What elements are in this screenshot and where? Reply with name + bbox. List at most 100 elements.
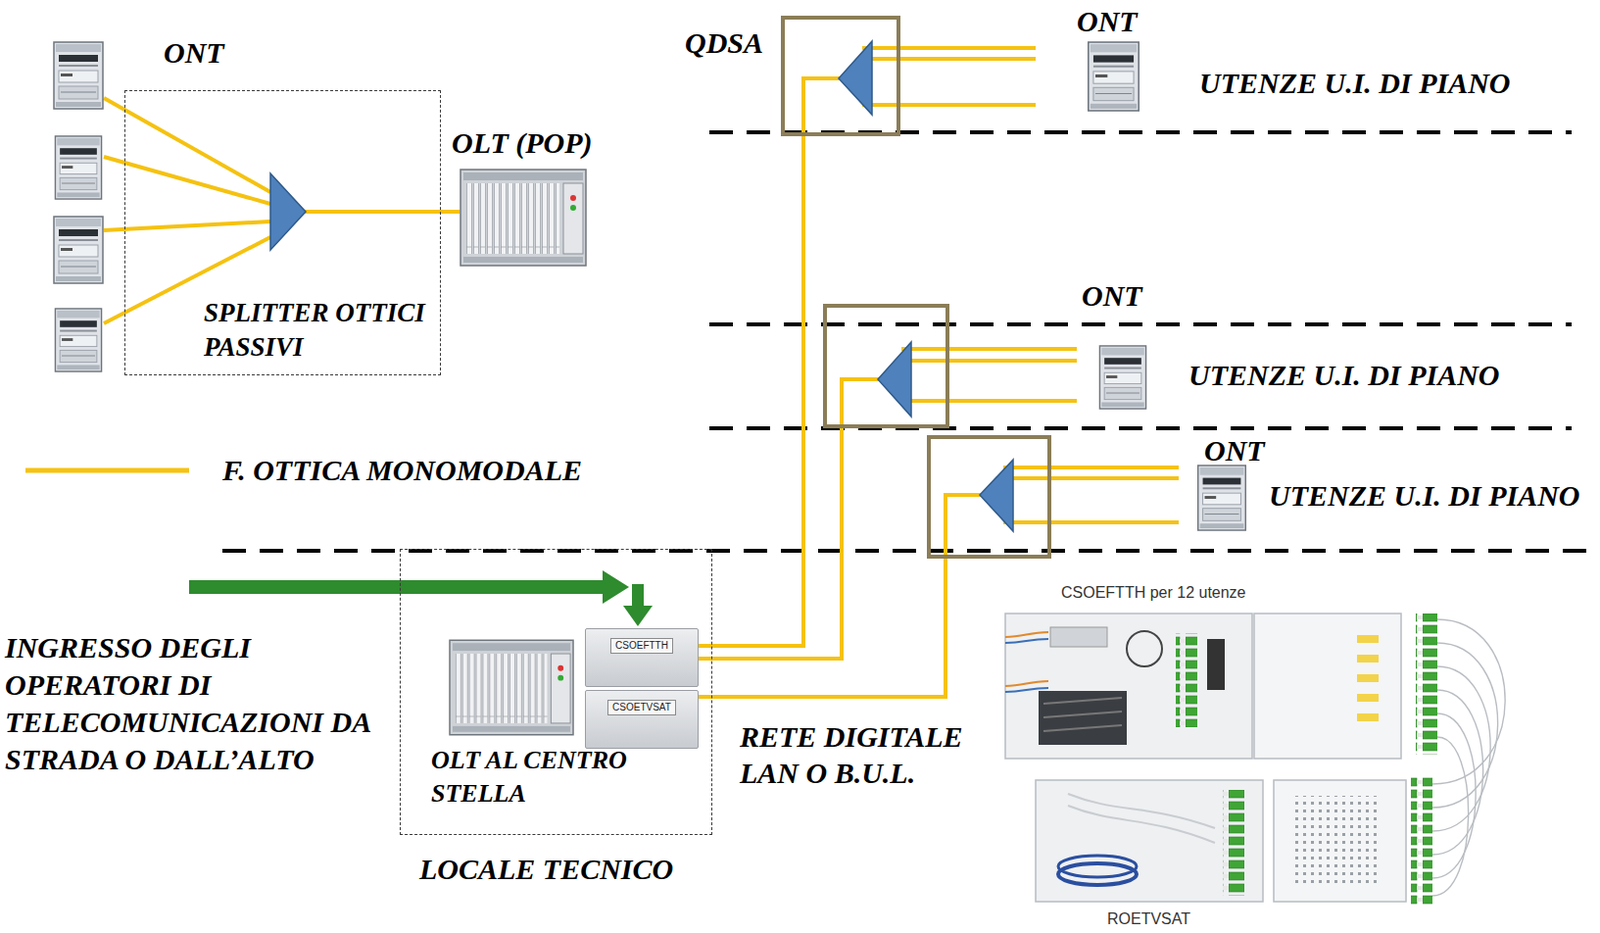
fiber [293,209,460,214]
door-tag [1357,654,1379,663]
splice-tray [1043,711,1122,718]
distribution-box: QDSA [780,15,901,137]
text-label: OLT AL CENTRO STELLA [431,743,642,811]
text-label: CSOEFTTH per 12 utenze [1061,582,1247,602]
text-label: ONT [1081,278,1143,314]
connector-strip [1222,789,1245,896]
splice-tray [1038,690,1127,745]
text-label: ONT [163,35,225,71]
splice-tray [1043,697,1122,704]
fiber [1003,520,1179,525]
arrow-head [623,605,653,627]
floor-box [824,305,948,427]
ont-icon [54,308,101,372]
ont-icon [53,216,103,284]
cabinet-box: CSOEFTTH [584,628,699,687]
door-tag [1357,693,1379,702]
floor-box [928,436,1050,557]
patch-cord [1432,689,1484,855]
fiber [901,358,1077,363]
fiber-connector [698,136,804,646]
ont-icon [1088,42,1139,111]
connector-strip [1410,775,1433,906]
fiber [901,346,1077,351]
patch-cord [1432,713,1476,878]
text-label: ROETVSAT [1107,909,1191,928]
door-tag [1357,674,1379,682]
fiber [697,379,882,659]
cabinet-body [1035,779,1263,902]
ont-icon [54,136,101,199]
fiber [1003,465,1179,470]
floor-lines [222,132,1600,551]
node-label: QDSA [684,25,764,61]
cable [1005,680,1049,686]
text-label: UTENZE U.I. DI PIANO [1268,478,1581,514]
fiber [862,102,1036,107]
node-label: CSOETVSAT [607,699,677,716]
olt-icon [449,639,574,734]
fiber [697,494,984,697]
arrow-shaft [189,580,605,594]
cabinet-photo [1035,775,1433,906]
text-label: RETE DIGITALE LAN O B.U.L. [739,718,985,791]
fiber [103,221,271,231]
text-label: ONT [1204,433,1265,469]
ont-icon [1099,345,1146,409]
arrow-shaft [631,583,644,608]
splitter-symbol [877,341,912,417]
ont-icon [53,42,103,109]
fiber [803,78,843,137]
splitter-symbol [838,41,873,115]
door-tag [1357,634,1379,643]
floor-line [709,322,1572,327]
node-label: SPLITTER OTTICI PASSIVI [203,295,436,365]
text-label: OLT (POP) [451,125,593,161]
text-label: INGRESSO DEGLI OPERATORI DI TELECOMUNICA… [4,629,376,778]
connector-strip [1415,613,1438,755]
connector-strip [1175,632,1198,728]
cabinet-door [1254,613,1402,759]
fiber [862,56,1036,61]
ont-icon [1198,465,1247,531]
fiber [862,46,1036,50]
cabinet-part [1207,638,1225,690]
cabinet-door [1273,779,1407,902]
patch-cord [1432,736,1469,896]
legend-line [25,468,190,474]
cable [1005,638,1049,643]
fibers [103,48,1179,697]
door-grid [1293,795,1382,886]
splitter-symbol [270,173,306,250]
splice-tray [1043,725,1122,731]
patch-cord [1432,619,1505,784]
node-label: CSOEFTTH [610,637,674,654]
door-tag [1357,713,1379,722]
patch-cord [1432,642,1499,808]
fiber [103,156,271,204]
legend-text: F. OTTICA MONOMODALE [222,452,582,488]
patch-cords [1432,619,1505,896]
cabinet-body [1005,613,1253,759]
splitter-group: SPLITTER OTTICI PASSIVI [124,90,441,376]
node-label: LOCALE TECNICO [419,851,674,887]
cabinet-photo [1005,613,1438,759]
fiber [901,398,1077,403]
cable [1005,631,1049,637]
olt-icon [460,169,586,266]
entry-arrow [189,570,653,627]
spool [1126,630,1163,667]
fiber [1003,476,1179,481]
arrow-head [602,570,630,604]
text-label: UTENZE U.I. DI PIANO [1188,357,1501,393]
cable [1067,805,1215,843]
splitter-symbol [979,459,1014,532]
text-label: UTENZE U.I. DI PIANO [1199,65,1511,101]
cable-coil [1058,855,1137,877]
cabinet-box: CSOETVSAT [584,689,699,749]
cabinet-part [1050,627,1108,647]
legend-entry: F. OTTICA MONOMODALE [222,452,582,488]
fiber [103,97,271,193]
text-label: ONT [1076,3,1138,40]
